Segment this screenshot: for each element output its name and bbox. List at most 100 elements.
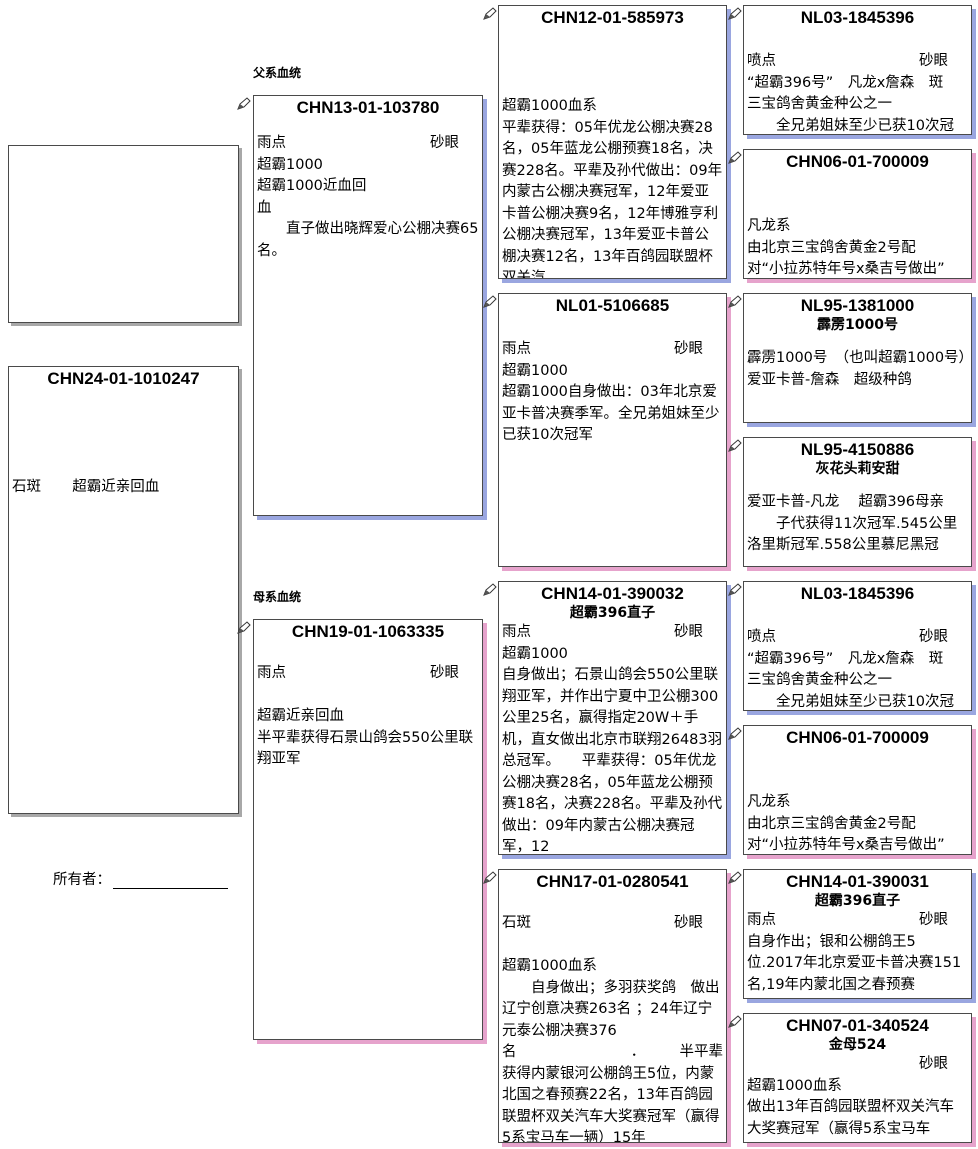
dsd-card: CHN06-01-700009 凡龙系 由北京三宝鸽舍黄金2号配 对“小拉苏特年…	[743, 725, 972, 855]
sire-card: CHN13-01-103780 雨点砂眼 超霸1000 超霸1000近血回 血 …	[253, 95, 483, 516]
edit-sds-icon[interactable]	[727, 294, 743, 310]
dds-color: 雨点	[747, 912, 776, 928]
edit-ds-icon[interactable]	[482, 582, 498, 598]
ssd-card: CHN06-01-700009 凡龙系 由北京三宝鸽舍黄金2号配 对“小拉苏特年…	[743, 149, 972, 279]
dds-ring: CHN14-01-390031	[786, 872, 929, 891]
ds-name: 超霸396直子	[569, 605, 656, 621]
dam-note: 半平辈获得石景山鸽会550公里联翔亚军	[257, 729, 474, 768]
sss-line-2: 三宝鸽舍黄金种公之一	[747, 96, 892, 112]
dd-ring: CHN17-01-0280541	[536, 872, 689, 891]
sdd-name: 灰花头莉安甜	[815, 461, 900, 477]
ss-card: CHN12-01-585973 超霸1000血系 平辈获得：05年优龙公棚决赛2…	[498, 5, 727, 279]
sire-eye: 砂眼	[430, 135, 459, 151]
sdd-card: NL95-4150886 灰花头莉安甜 爱亚卡普-凡龙 超霸396母亲 子代获得…	[743, 437, 972, 567]
ss-line: 超霸1000血系	[502, 98, 597, 114]
sd-ring: NL01-5106685	[555, 296, 670, 315]
ds-eye: 砂眼	[674, 624, 703, 640]
edit-dds-icon[interactable]	[727, 870, 743, 886]
dss-card: NL03-1845396 喷点 砂眼 “超霸396号” 凡龙x詹森 斑 三宝鸽舍黄…	[743, 581, 972, 711]
edit-dss-icon[interactable]	[727, 582, 743, 598]
dsd-ring: CHN06-01-700009	[786, 728, 929, 747]
edit-sd-icon[interactable]	[482, 294, 498, 310]
edit-ddd-icon[interactable]	[727, 1014, 743, 1030]
dds-name: 超霸396直子	[814, 893, 901, 909]
edit-sire-icon[interactable]	[236, 96, 252, 112]
edit-sss-icon[interactable]	[727, 6, 743, 22]
sss-eye: 砂眼	[919, 53, 948, 69]
subject-line: 超霸近亲回血	[72, 479, 160, 495]
sss-color: 喷点	[747, 53, 776, 69]
dam-line: 超霸近亲回血	[257, 708, 344, 724]
sdd-line-3: 洛里斯冠军.558公里慕尼黑冠	[747, 537, 939, 553]
sds-ring: NL95-1381000	[800, 296, 915, 315]
sss-line-3: 全兄弟姐妹至少已获10次冠	[776, 117, 954, 134]
ss-ring: CHN12-01-585973	[541, 8, 684, 27]
dam-card: CHN19-01-1063335 雨点砂眼 超霸近亲回血 半平辈获得石景山鸽会5…	[253, 619, 483, 1040]
paternal-label: 父系血统	[253, 66, 302, 80]
ds-ring: CHN14-01-390032	[541, 584, 684, 603]
edit-dd-icon[interactable]	[482, 870, 498, 886]
maternal-label: 母系血统	[253, 590, 302, 604]
ssd-note-1: 由北京三宝鸽舍黄金2号配	[747, 239, 916, 256]
sd-line: 超霸1000	[502, 362, 568, 379]
dds-note: 自身作出；银和公棚鸽王5位.2017年北京爱亚卡普决赛151名,19年内蒙北国之…	[747, 933, 962, 993]
ds-note: 自身做出；石景山鸽会550公里联翔亚军，并作出宁夏中卫公棚300公里25名，赢得…	[502, 667, 723, 855]
dss-eye: 砂眼	[919, 629, 948, 645]
dd-card: CHN17-01-0280541 石斑砂眼 超霸1000血系 自身做出；多羽获奖…	[498, 869, 727, 1143]
sss-card: NL03-1845396 喷点砂眼 “超霸396号” 凡龙x詹森 斑 三宝鸽舍黄…	[743, 5, 972, 135]
ds-card: CHN14-01-390032 超霸396直子 雨点 砂眼 超霸1000 自身做出…	[498, 581, 727, 855]
ddd-line: 超霸1000血系	[747, 1077, 842, 1094]
dd-note-2c: 半平辈	[679, 1044, 724, 1060]
sdd-ring: NL95-4150886	[800, 440, 915, 459]
ddd-card: CHN07-01-340524 金母524 砂眼 超霸1000血系 做出13年百…	[743, 1013, 972, 1143]
sd-note: 超霸1000自身做出：03年北京爱亚卡普决赛季军。全兄弟姐妹至少已获10次冠军	[502, 384, 720, 443]
subject-ring: CHN24-01-1010247	[47, 369, 200, 388]
ssd-ring: CHN06-01-700009	[786, 152, 929, 171]
ddd-note: 做出13年百鸽园联盟杯双关汽车大奖赛冠军（赢得5系宝马车	[747, 1099, 954, 1137]
dd-note-3: 获得内蒙银河公棚鸽王5位，内蒙北国之春预赛22名，13年百鸽园联盟杯双关汽车大奖…	[502, 1065, 720, 1143]
sire-ring: CHN13-01-103780	[296, 98, 440, 117]
edit-dam-icon[interactable]	[236, 620, 252, 636]
dd-color: 石斑	[502, 915, 531, 931]
owner-input-line[interactable]	[113, 872, 228, 889]
sdd-line-2: 子代获得11次冠军.545公里	[776, 515, 958, 532]
sire-line-detail-1: 超霸1000近血回	[257, 178, 367, 194]
edit-ss-icon[interactable]	[482, 6, 498, 22]
dds-card: CHN14-01-390031 超霸396直子 雨点 砂眼 自身作出；银和公棚鸽王…	[743, 869, 972, 999]
sire-line-detail-2: 血	[257, 199, 272, 216]
ddd-ring: CHN07-01-340524	[786, 1016, 929, 1035]
edit-ssd-icon[interactable]	[727, 150, 743, 166]
edit-dsd-icon[interactable]	[727, 726, 743, 742]
dd-eye: 砂眼	[674, 915, 703, 931]
ddd-eye: 砂眼	[919, 1056, 948, 1072]
dds-eye: 砂眼	[919, 912, 948, 928]
sire-line: 超霸1000	[257, 156, 323, 173]
sds-card: NL95-1381000 霹雳1000号 霹雳1000号 （也叫超霸1000号）…	[743, 293, 972, 423]
photo-box	[8, 145, 239, 323]
sire-color: 雨点	[257, 135, 286, 151]
sds-line-1: 霹雳1000号 （也叫超霸1000号）	[747, 350, 972, 366]
dsd-line: 凡龙系	[747, 794, 791, 810]
ds-line: 超霸1000	[502, 645, 568, 662]
ddd-name: 金母524	[828, 1037, 887, 1053]
dd-note-2b: ．	[630, 1044, 646, 1060]
dam-color: 雨点	[257, 665, 286, 681]
dam-ring: CHN19-01-1063335	[291, 622, 445, 641]
sss-ring: NL03-1845396	[800, 8, 915, 27]
ssd-note-2: 对“小拉苏特年号x桑吉号做出”	[747, 261, 945, 277]
dss-ring: NL03-1845396	[800, 584, 915, 603]
dd-note-2a: 名	[502, 1044, 517, 1060]
dd-note-1: 自身做出；多羽获奖鸽 做出辽宁创意决赛263名 ；24年辽宁元泰公棚决赛376	[502, 979, 720, 1039]
edit-sdd-icon[interactable]	[727, 438, 743, 454]
dss-line-2: 三宝鸽舍黄金种公之一	[747, 672, 892, 688]
sds-line-2: 爱亚卡普-詹森 超级种鸽	[747, 371, 912, 388]
dsd-note-2: 对“小拉苏特年号x桑吉号做出”	[747, 837, 945, 853]
ssd-line: 凡龙系	[747, 218, 791, 234]
sdd-line-1: 爱亚卡普-凡龙 超霸396母亲	[747, 494, 945, 510]
sd-eye: 砂眼	[674, 341, 703, 357]
owner-field: 所有者：	[53, 868, 228, 889]
ds-color: 雨点	[502, 624, 531, 640]
dss-color: 喷点	[747, 629, 776, 645]
dsd-note-1: 由北京三宝鸽舍黄金2号配	[747, 815, 916, 832]
dss-line-1: “超霸396号” 凡龙x詹森 斑	[747, 650, 944, 667]
